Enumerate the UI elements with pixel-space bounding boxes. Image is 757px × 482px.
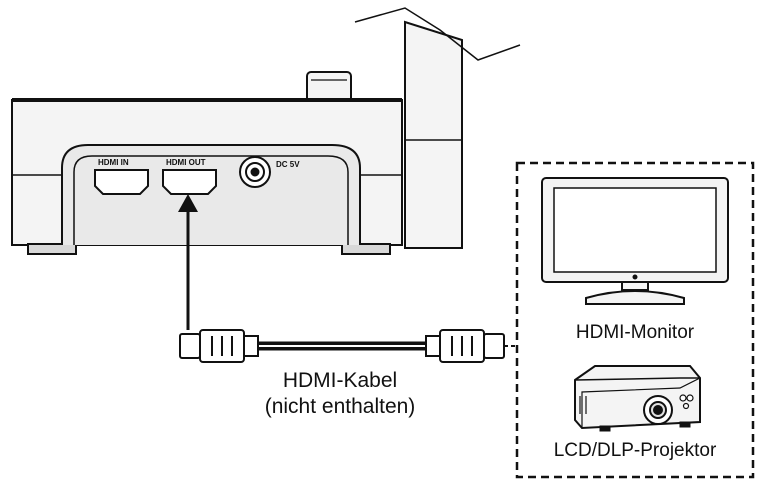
camera-foot-left (27, 243, 77, 255)
hdmi-in-port (94, 169, 149, 195)
camera-knob (306, 71, 352, 103)
monitor-icon (541, 177, 729, 305)
dc-label: DC 5V (276, 160, 300, 169)
document-camera (11, 7, 521, 255)
camera-foot-right (341, 243, 391, 255)
hdmi-in-label: HDMI IN (98, 158, 129, 167)
connection-arrow (178, 194, 198, 330)
hdmi-plug-right (425, 329, 505, 363)
hdmi-out-port (162, 169, 217, 195)
hdmi-cable (179, 329, 517, 363)
cable-label-line2: (nicht enthalten) (264, 395, 416, 418)
monitor-label: HDMI-Monitor (575, 322, 695, 343)
output-devices-box (515, 161, 755, 479)
cable-label-line1: HDMI-Kabel (282, 369, 398, 392)
cable-label: HDMI-Kabel (nicht enthalten) (245, 368, 435, 420)
camera-arm (404, 20, 463, 249)
hdmi-out-label: HDMI OUT (166, 158, 206, 167)
hdmi-plug-left (179, 329, 259, 363)
projector-icon (574, 365, 701, 432)
projector-label: LCD/DLP-Projektor (553, 440, 717, 461)
